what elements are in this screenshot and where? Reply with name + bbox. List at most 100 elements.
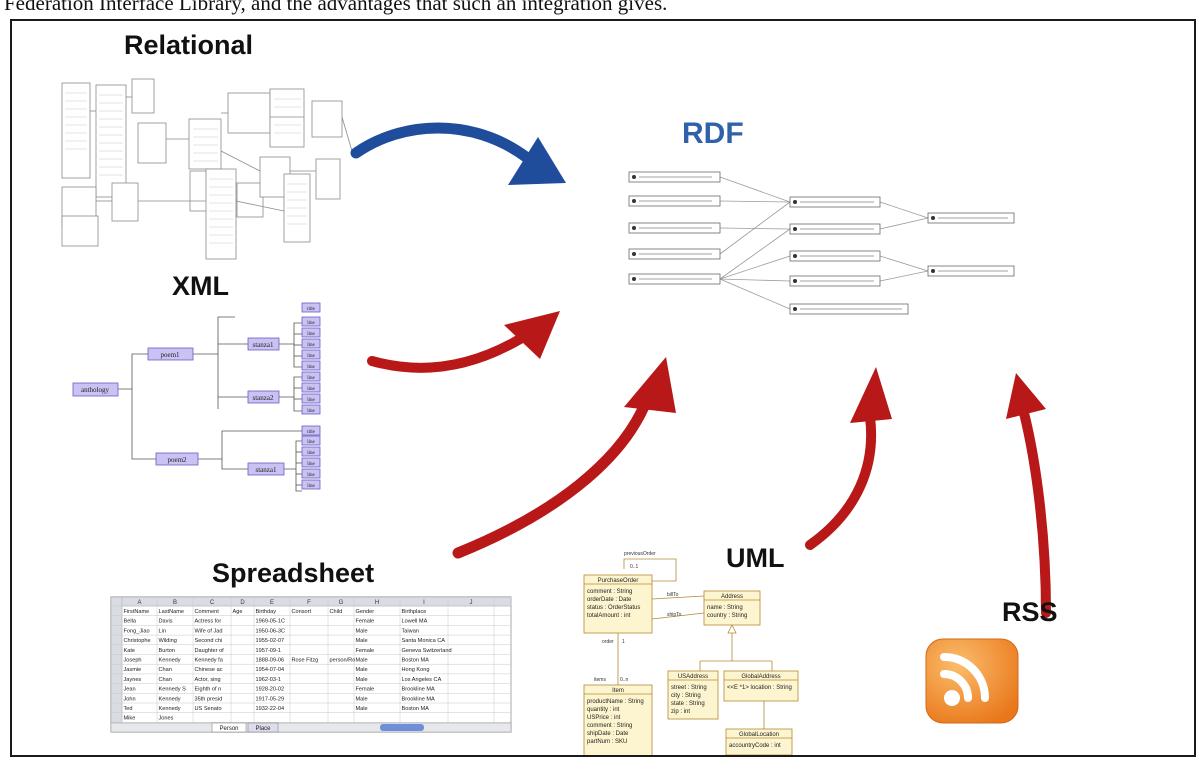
svg-text:line: line xyxy=(307,409,315,414)
spreadsheet-cell[interactable]: Jean xyxy=(124,687,136,693)
spreadsheet-cell[interactable]: Female xyxy=(356,619,375,625)
sheet-tab-place[interactable]: Place xyxy=(247,722,279,733)
spreadsheet-cell[interactable]: Geneva Switzerland xyxy=(402,648,452,654)
spreadsheet-cell[interactable]: 1955-02-07 xyxy=(256,638,285,644)
spreadsheet-cell[interactable]: 1928-20-02 xyxy=(256,687,285,693)
spreadsheet-cell[interactable]: Brookline MA xyxy=(402,687,436,693)
spreadsheet-cell[interactable]: Kennedy S xyxy=(159,687,187,693)
spreadsheet-cell[interactable]: Christophe xyxy=(124,638,151,644)
spreadsheet-cell[interactable]: Hong Kong xyxy=(402,667,430,673)
svg-text:accountryCode : int: accountryCode : int xyxy=(729,743,781,749)
spreadsheet-cell[interactable]: 1954-07-04 xyxy=(256,667,285,673)
spreadsheet-cell[interactable]: Female xyxy=(356,687,375,693)
spreadsheet-cell[interactable]: Male xyxy=(356,677,368,683)
xml-node-poem1: poem1 xyxy=(147,347,194,361)
svg-text:PurchaseOrder: PurchaseOrder xyxy=(598,578,639,584)
spreadsheet-cell[interactable]: Boston MA xyxy=(402,658,430,664)
spreadsheet-cell[interactable]: Boston MA xyxy=(402,706,430,712)
spreadsheet-cell[interactable]: Bella xyxy=(124,619,137,625)
spreadsheet-cell[interactable]: Male xyxy=(356,638,368,644)
spreadsheet-cell[interactable]: Kennedy xyxy=(159,706,181,712)
spreadsheet-cell[interactable]: Wife of Jad xyxy=(195,628,223,634)
spreadsheet-cell[interactable]: Mike xyxy=(124,716,136,722)
spreadsheet-cell[interactable]: John xyxy=(124,696,136,702)
spreadsheet-cell[interactable]: Male xyxy=(356,628,368,634)
spreadsheet-cell[interactable]: FirstName xyxy=(124,609,150,615)
spreadsheet-cell[interactable]: Child xyxy=(330,609,343,615)
spreadsheet-cell[interactable]: Male xyxy=(356,706,368,712)
spreadsheet-cell[interactable]: Comment xyxy=(195,609,220,615)
spreadsheet-cell[interactable]: 1962-03-1 xyxy=(256,677,282,683)
spreadsheet-cell[interactable]: 1932-22-04 xyxy=(256,706,285,712)
spreadsheet-cell[interactable]: Second chi xyxy=(195,638,223,644)
svg-text:productName : String: productName : String xyxy=(587,699,644,705)
spreadsheet-scrollbar[interactable] xyxy=(380,724,424,731)
spreadsheet-cell[interactable]: 1917-05-29 xyxy=(256,696,285,702)
svg-text:title: title xyxy=(307,307,316,312)
spreadsheet-cell[interactable]: Fong_Jiao xyxy=(124,628,150,634)
svg-text:line: line xyxy=(307,462,315,467)
spreadsheet-cell[interactable]: Gender xyxy=(356,609,375,615)
svg-text:anthology: anthology xyxy=(81,386,109,394)
spreadsheet-cell[interactable]: Jaynes xyxy=(124,677,142,683)
spreadsheet-cell[interactable]: Kate xyxy=(124,648,136,654)
svg-text:state : String: state : String xyxy=(671,701,705,707)
spreadsheet-cell[interactable]: Actress for xyxy=(195,619,222,625)
spreadsheet-cell[interactable]: Kennedy xyxy=(159,658,181,664)
sheet-tab-person[interactable]: Person xyxy=(211,722,247,733)
svg-text:line: line xyxy=(307,398,315,403)
spreadsheet-cell[interactable]: Daughter of xyxy=(195,648,225,654)
spreadsheet-cell[interactable]: Eighth of n xyxy=(195,687,222,693)
relational-schema-image xyxy=(61,78,353,260)
svg-text:0..1: 0..1 xyxy=(630,564,639,570)
spreadsheet-cell[interactable]: Male xyxy=(356,658,368,664)
spreadsheet-cell[interactable]: Male xyxy=(356,696,368,702)
svg-text:line: line xyxy=(307,484,315,489)
svg-text:shipTo: shipTo xyxy=(667,612,682,618)
spreadsheet-cell[interactable]: Actor, sing xyxy=(195,677,221,683)
spreadsheet-cell[interactable]: 35th presid xyxy=(195,696,223,702)
spreadsheet-cell[interactable]: Female xyxy=(356,648,375,654)
spreadsheet-cell[interactable]: Kennedy xyxy=(159,696,181,702)
arrow-relational-to-rdf xyxy=(350,122,566,185)
spreadsheet-cell[interactable]: Jasmie xyxy=(124,667,142,673)
spreadsheet-cell[interactable]: Jones xyxy=(159,716,174,722)
spreadsheet-cell[interactable]: Consort xyxy=(292,609,312,615)
svg-text:orderDate : Date: orderDate : Date xyxy=(587,597,632,603)
spreadsheet-cell[interactable]: Brookline MA xyxy=(402,696,436,702)
spreadsheet-cell[interactable]: 1969-05-1C xyxy=(256,619,286,625)
spreadsheet-cell[interactable]: Rose Fitzg xyxy=(292,658,319,664)
spreadsheet-cell[interactable]: Ted xyxy=(124,706,133,712)
spreadsheet-cell[interactable]: 1888-09-06 xyxy=(256,658,285,664)
spreadsheet-cell[interactable]: Davis xyxy=(159,619,173,625)
spreadsheet-cell[interactable]: Birthday xyxy=(256,609,277,615)
spreadsheet-cell[interactable]: US Senato xyxy=(195,706,222,712)
spreadsheet-cell[interactable]: Chan xyxy=(159,667,172,673)
spreadsheet-cell[interactable]: Male xyxy=(356,667,368,673)
spreadsheet-cell[interactable]: Age xyxy=(233,609,243,615)
rdf-label: RDF xyxy=(682,117,744,150)
spreadsheet-cell[interactable]: LastName xyxy=(159,609,185,615)
spreadsheet-cell[interactable]: Los Angeles CA xyxy=(402,677,442,683)
spreadsheet-cell[interactable]: Chinese ac xyxy=(195,667,223,673)
xml-node-stanza2: stanza2 xyxy=(247,390,280,404)
spreadsheet-cell[interactable]: Taiwan xyxy=(402,628,419,634)
svg-text:line: line xyxy=(307,440,315,445)
svg-text:line: line xyxy=(307,332,315,337)
spreadsheet-cell[interactable]: Lin xyxy=(159,628,166,634)
svg-text:partNum : SKU: partNum : SKU xyxy=(587,739,627,745)
spreadsheet-cell[interactable]: Joseph xyxy=(124,658,142,664)
spreadsheet-cell[interactable]: Santa Monica CA xyxy=(402,638,446,644)
spreadsheet-cell[interactable]: Chan xyxy=(159,677,172,683)
spreadsheet-cell[interactable]: Lowell MA xyxy=(402,619,428,625)
spreadsheet-cell[interactable]: Burton xyxy=(159,648,175,654)
spreadsheet-cell[interactable]: person/Ro xyxy=(330,658,356,664)
spreadsheet-cell[interactable]: Wilding xyxy=(159,638,177,644)
spreadsheet-cell[interactable]: 1957-09-1 xyxy=(256,648,282,654)
spreadsheet-cell[interactable]: Kennedy fa xyxy=(195,658,224,664)
spreadsheet-cell[interactable]: 1950-06-3C xyxy=(256,628,286,634)
xml-node-root: anthology xyxy=(72,382,119,397)
spreadsheet-cell[interactable]: Birthplace xyxy=(402,609,427,615)
